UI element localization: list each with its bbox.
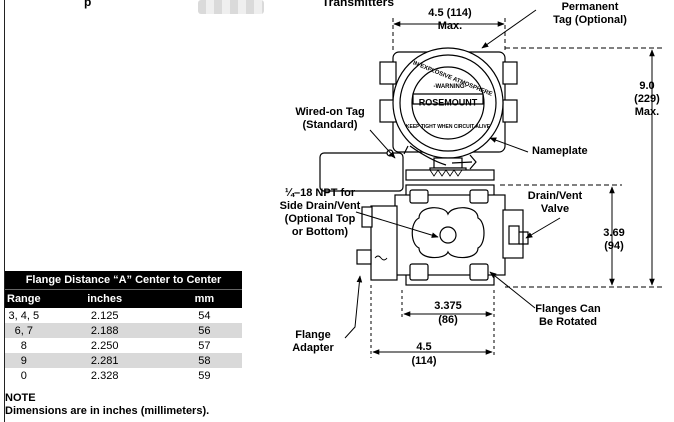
table-header-row: Range inches mm [5,289,242,308]
width-bottom-mm: (114) [411,355,437,367]
wired-tag-label: Wired-on Tag [295,106,365,118]
flange-adapter-label-1: Flange [295,329,331,341]
column-header: inches [42,289,167,308]
flanges-rotated-label-2: Be Rotated [538,316,598,328]
width-top-label: 4.5 (114) [428,7,472,19]
table-caption: Flange Distance “A” Center to Center [5,271,242,289]
drain-valve-label-1: Drain/Vent [527,190,583,202]
note-text: Dimensions are in inches (millimeters). [5,405,210,417]
npt-label-4: or Bottom) [291,226,349,238]
height-total-sub: Max. [634,106,660,118]
table-row: 6, 7 2.188 56 [5,323,242,338]
table-cell: 59 [198,369,211,382]
table-cell: 54 [198,309,211,322]
table-cell: 2.125 [90,309,119,322]
table-row: 0 2.328 59 [5,368,242,383]
redacted-area [198,0,264,14]
table-cell: 2.328 [90,369,119,382]
flange-distance-table: Flange Distance “A” Center to Center Ran… [5,271,242,383]
table-cell: 2.281 [42,353,167,368]
npt-label-3: (Optional Top [284,213,356,225]
column-header: mm [166,289,242,308]
table-cell: 2.188 [42,323,167,338]
housing-brand: ROSEMOUNT [419,97,478,107]
table-row: 3, 4, 5 2.125 54 [5,308,242,323]
table-row: 9 2.281 58 [5,353,242,368]
transmitter-housing [379,47,518,177]
header-fragment: p [84,0,92,9]
ring-text-warning: -WARNING- [434,84,467,90]
height-total-mm: (229) [634,93,660,105]
table-cell: 8 [20,339,27,352]
note-title: NOTE [5,392,36,404]
width-bottom-label: 4.5 [416,341,432,353]
permanent-tag-label: Permanent [561,1,619,13]
table-cell: 2.250 [90,339,119,352]
flange-adapter-label-2: Adapter [292,342,334,354]
nameplate-label: Nameplate [532,145,588,157]
column-header: Range [5,289,43,308]
table-row: 8 2.250 57 [5,338,242,353]
flanges-rotated-label-1: Flanges Can [535,303,601,315]
width-top-sub: Max. [437,20,463,32]
table-cell: 56 [166,323,242,338]
npt-label-1: ¼–18 NPT for [284,187,356,199]
flange-gap-label: 3.375 [434,300,462,312]
height-lower-mm: (94) [604,240,624,252]
table-cell: 0 [20,369,27,382]
table-cell: 3, 4, 5 [8,309,40,322]
npt-label-2: Side Drain/Vent [279,200,361,212]
permanent-tag-label-2: Tag (Optional) [553,14,627,26]
ring-text-bottom: KEEP TIGHT WHEN CIRCUIT ALIVE [406,124,491,130]
height-lower-label: 3.69 [603,227,625,239]
table-cell: 58 [166,353,242,368]
wired-tag-label-2: (Standard) [302,119,358,131]
flange-gap-mm: (86) [438,314,458,326]
height-total-label: 9.0 [639,80,655,92]
header-title-fragment: Transmitters [322,0,395,9]
drain-valve-label-2: Valve [540,203,570,215]
table-cell: 57 [198,339,211,352]
table-cell: 6, 7 [5,323,43,338]
sensor-module [356,169,529,286]
page-border [0,0,5,422]
table-cell: 9 [5,353,43,368]
